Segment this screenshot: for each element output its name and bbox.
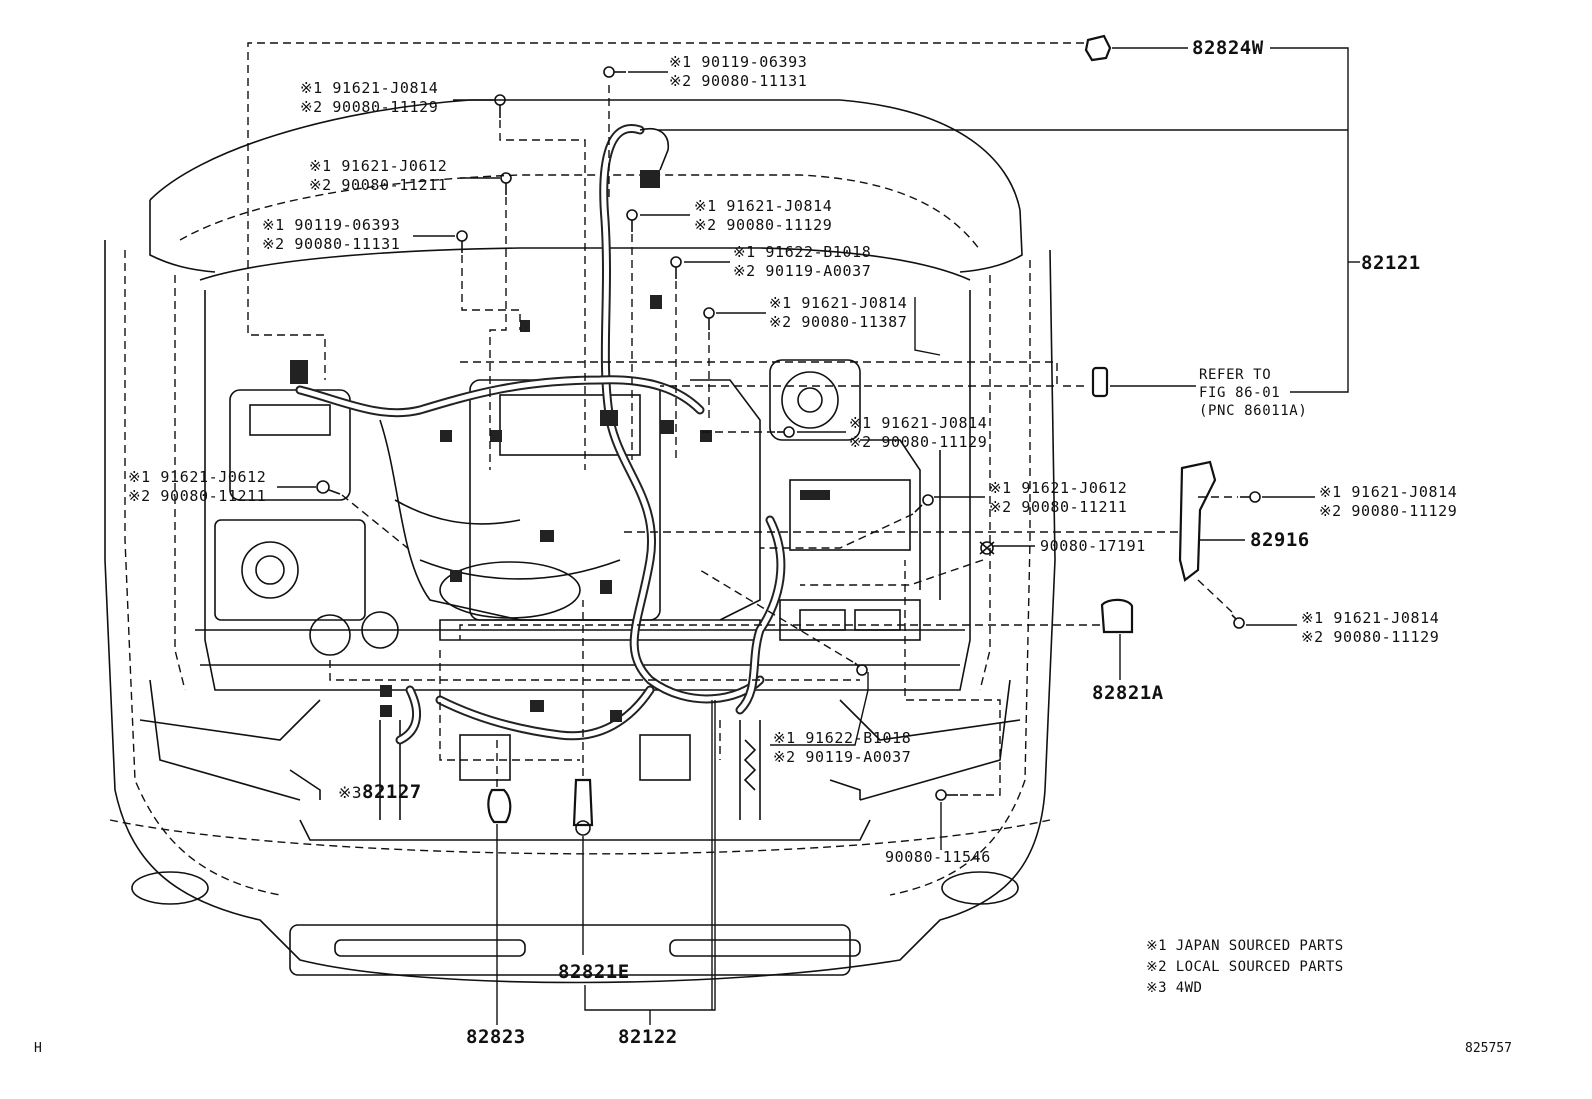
callout-japan-part: ※1 91621-J0814 [1301, 609, 1440, 627]
bolt-part-number: 90080-11546 [885, 848, 991, 866]
callout-japan-part: ※1 90119-06393 [262, 216, 401, 234]
refer-line-1: REFER TO [1199, 367, 1272, 383]
callout-local-part: ※2 90080-11129 [300, 98, 439, 116]
callout-local-part: ※2 90080-11131 [669, 72, 808, 90]
four-wd-marker: ※3 [338, 783, 363, 802]
part-label-82821a: 82821A [1092, 682, 1164, 704]
callout-japan-part: ※1 91622-B1018 [733, 243, 872, 261]
bolt-callout: ※1 91622-B1018※2 90119-A0037 [733, 243, 871, 281]
callout-local-part: ※2 90080-11129 [849, 433, 988, 451]
callout-japan-part: ※1 91622-B1018 [773, 729, 912, 747]
bolt-callout: ※1 91621-J0814※2 90080-11129 [1301, 609, 1439, 647]
bolt-callout: ※1 91621-J0814※2 90080-11387 [769, 294, 907, 332]
figure-number: 825757 [1465, 1041, 1512, 1056]
vehicle-body-outline [104, 99, 1056, 984]
part-label-82122: 82122 [618, 1026, 678, 1048]
bolt-callout: ※1 91621-J0814※2 90080-11129 [849, 414, 987, 452]
callout-japan-part: ※1 91621-J0814 [300, 79, 439, 97]
legend-japan-sourced: ※1 JAPAN SOURCED PARTS [1146, 938, 1344, 954]
callout-japan-part: ※1 91621-J0612 [309, 157, 448, 175]
wire-harness [290, 124, 830, 745]
part-label-82916: 82916 [1250, 529, 1310, 551]
part-number-82127: 82127 [362, 781, 422, 803]
callout-japan-part: ※1 91621-J0612 [128, 468, 267, 486]
part-label-82824w: 82824W [1192, 37, 1264, 59]
sourcing-legend: ※1 JAPAN SOURCED PARTS ※2 LOCAL SOURCED … [1146, 936, 1344, 999]
callout-local-part: ※2 90080-11211 [989, 498, 1128, 516]
bolt-callout: ※1 91621-J0612※2 90080-11211 [309, 157, 447, 195]
bolt-callout: ※1 90119-06393※2 90080-11131 [262, 216, 400, 254]
callout-japan-part: ※1 91621-J0814 [1319, 483, 1458, 501]
bolt-callout: ※1 91621-J0612※2 90080-11211 [989, 479, 1127, 517]
part-label-82821e: 82821E [558, 961, 630, 983]
bolt-callout: ※1 91621-J0814※2 90080-11129 [1319, 483, 1457, 521]
refer-note: REFER TO FIG 86-01 (PNC 86011A) [1199, 366, 1307, 420]
callout-japan-part: ※1 90119-06393 [669, 53, 808, 71]
callout-local-part: ※2 90080-11129 [694, 216, 833, 234]
bolts [316, 66, 1261, 801]
callout-local-part: ※2 90080-11129 [1301, 628, 1440, 646]
part-label-82823: 82823 [466, 1026, 526, 1048]
part-label-82127: ※382127 [338, 783, 422, 802]
callout-local-part: ※2 90119-A0037 [773, 748, 912, 766]
refer-line-2: FIG 86-01 [1199, 385, 1281, 401]
footer-code-left: H [34, 1041, 42, 1056]
bolt-callout: ※1 91621-J0814※2 90080-11129 [694, 197, 832, 235]
solid-leaders [277, 47, 1360, 1025]
bolt-callout: ※1 91622-B1018※2 90119-A0037 [773, 729, 911, 767]
callout-japan-part: ※1 91621-J0612 [989, 479, 1128, 497]
callout-local-part: ※2 90080-11131 [262, 235, 401, 253]
legend-local-sourced: ※2 LOCAL SOURCED PARTS [1146, 959, 1344, 975]
callout-japan-part: ※1 91621-J0814 [849, 414, 988, 432]
callout-local-part: ※2 90080-11387 [769, 313, 908, 331]
callout-local-part: ※2 90080-11211 [309, 176, 448, 194]
part-label-82121: 82121 [1361, 252, 1421, 274]
legend-4wd: ※3 4WD [1146, 980, 1203, 996]
callout-japan-part: ※1 91621-J0814 [769, 294, 908, 312]
callout-local-part: ※2 90080-11129 [1319, 502, 1458, 520]
refer-line-3: (PNC 86011A) [1199, 403, 1308, 419]
bolt-callout: ※1 91621-J0814※2 90080-11129 [300, 79, 438, 117]
bolt-callout: ※1 90119-06393※2 90080-11131 [669, 53, 807, 91]
dashed-leaders [247, 42, 1238, 796]
callout-japan-part: ※1 91621-J0814 [694, 197, 833, 215]
clip-part-number: 90080-17191 [1040, 537, 1146, 555]
callout-local-part: ※2 90119-A0037 [733, 262, 872, 280]
bolt-callout: ※1 91621-J0612※2 90080-11211 [128, 468, 266, 506]
callout-local-part: ※2 90080-11211 [128, 487, 267, 505]
